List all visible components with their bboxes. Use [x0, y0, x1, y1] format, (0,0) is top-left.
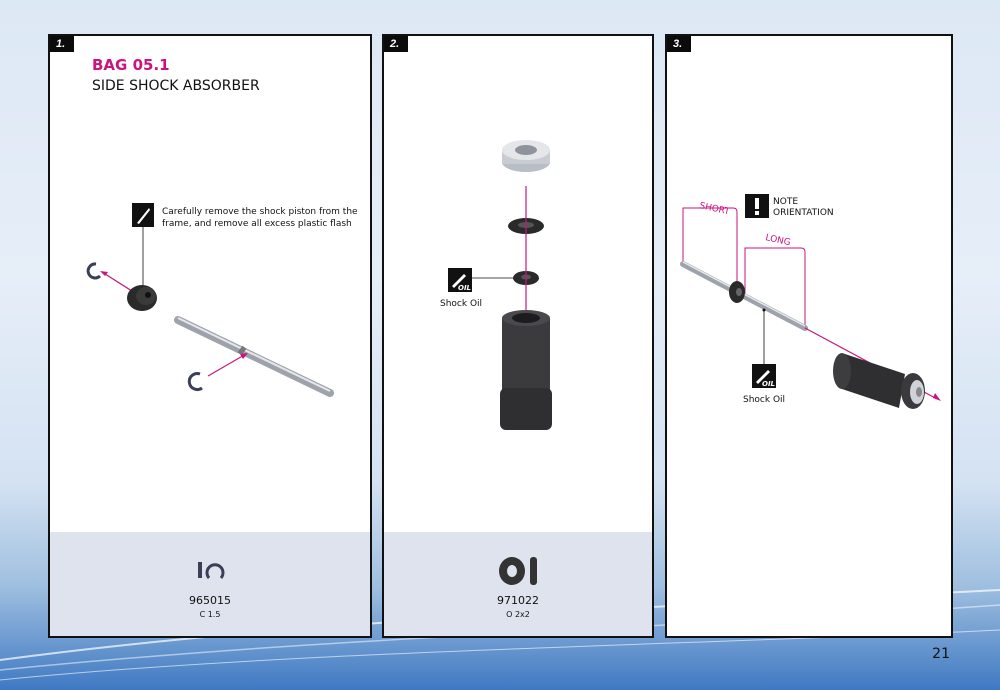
- shock-body: [833, 353, 925, 409]
- e-clip-bottom-icon: [187, 372, 203, 392]
- instruction-line-2: frame, and remove all excess plastic fla…: [162, 219, 352, 229]
- bag-label: BAG 05.1: [92, 56, 170, 74]
- step-panel-3: 3. NOTE ORIENTATION SHORT LONG: [665, 34, 953, 638]
- long-label: LONG: [764, 233, 791, 248]
- o-ring-icon: [499, 557, 537, 585]
- step-panel-2: 2. OIL Shock Oil: [382, 34, 654, 638]
- oil-label: Shock Oil: [440, 299, 482, 309]
- part-desc: C 1.5: [199, 610, 221, 619]
- oil-icon: OIL: [752, 364, 776, 388]
- shock-piston: [127, 285, 157, 311]
- oil-label: Shock Oil: [743, 395, 785, 405]
- note-line-2: ORIENTATION: [773, 208, 834, 218]
- step3-illustration: NOTE ORIENTATION SHORT LONG OIL: [680, 194, 941, 409]
- page-title: SIDE SHOCK ABSORBER: [92, 78, 260, 94]
- note-exclamation-icon: [745, 194, 769, 218]
- parts-box: 965015 C 1.5: [50, 532, 370, 636]
- shock-body: [500, 310, 552, 430]
- step1-illustration: Carefully remove the shock piston from t…: [86, 203, 358, 397]
- step-number: 3.: [667, 36, 692, 52]
- shock-shaft: [174, 316, 334, 397]
- e-clip-icon: [86, 262, 102, 280]
- page-number: 21: [932, 646, 950, 662]
- step-number: 1.: [50, 36, 75, 52]
- note-line-1: NOTE: [773, 197, 798, 207]
- part-number: 971022: [497, 594, 539, 607]
- step-panel-1: 1. BAG 05.1 SIDE SHOCK ABSORBER Carefull…: [48, 34, 372, 638]
- step-number: 2.: [384, 36, 409, 52]
- parts-box: 971022 O 2x2: [384, 532, 652, 636]
- knife-icon: [132, 203, 154, 227]
- shock-cap: [502, 140, 550, 172]
- step2-illustration: OIL Shock Oil: [440, 140, 552, 430]
- svg-text:OIL: OIL: [762, 380, 775, 388]
- instruction-line-1: Carefully remove the shock piston from t…: [162, 207, 358, 217]
- part-number: 965015: [189, 594, 231, 607]
- part-desc: O 2x2: [506, 610, 530, 619]
- clip-icon: [198, 562, 225, 579]
- svg-text:OIL: OIL: [458, 284, 471, 292]
- oil-icon: OIL: [448, 268, 472, 292]
- short-label: SHORT: [698, 201, 731, 217]
